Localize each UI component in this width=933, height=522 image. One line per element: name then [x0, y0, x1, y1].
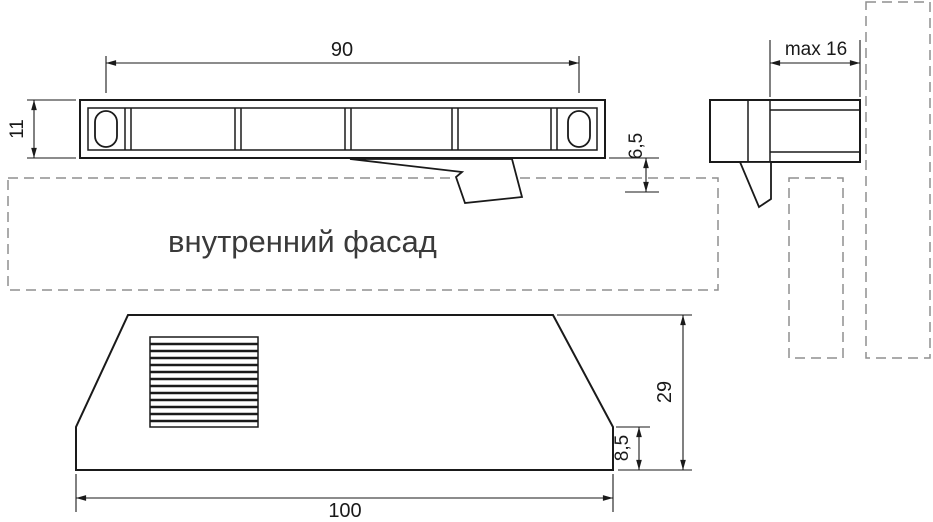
- dim-offset: 6,5: [609, 133, 659, 193]
- bar-dividers: [124, 108, 558, 150]
- facade-side-outlines: [788, 1, 931, 359]
- grille: [149, 336, 259, 428]
- housing-body: [75, 314, 614, 471]
- dim-max-depth-label: max 16: [785, 39, 847, 60]
- dim-body-height: 29: [557, 314, 692, 471]
- dim-overall-width: 100: [75, 474, 614, 522]
- dim-bar-height: 11: [7, 99, 76, 159]
- front-view: [75, 314, 614, 471]
- latch-tongue-front: [349, 158, 524, 204]
- dim-max-depth: max 16: [769, 39, 861, 97]
- bar-inner-frame: [87, 107, 598, 151]
- dim-base-height-label: 8,5: [612, 435, 633, 461]
- bar-outer-body: [79, 99, 606, 159]
- dim-base-height: 8,5: [612, 426, 650, 470]
- dim-offset-label: 6,5: [626, 133, 647, 159]
- dim-slot-span: 90: [105, 39, 580, 93]
- mounting-slot-right: [567, 110, 591, 148]
- dim-slot-span-label: 90: [331, 39, 353, 61]
- side-view: [709, 99, 861, 209]
- latch-hook-side: [738, 161, 772, 209]
- grille-hatch: [150, 342, 258, 423]
- dim-bar-height-label: 11: [7, 119, 28, 139]
- top-view: [79, 99, 606, 159]
- dim-body-height-label: 29: [654, 381, 676, 403]
- mounting-slot-left: [94, 110, 118, 148]
- cabinet-side-dashed-rect: [865, 1, 931, 359]
- facade-dashed-rect: [7, 177, 719, 291]
- dim-overall-width-label: 100: [328, 500, 361, 522]
- facade-panel-outline: внутренний фасад: [7, 177, 719, 291]
- facade-side-dashed-rect: [788, 177, 844, 359]
- facade-label: внутренний фасад: [168, 224, 437, 259]
